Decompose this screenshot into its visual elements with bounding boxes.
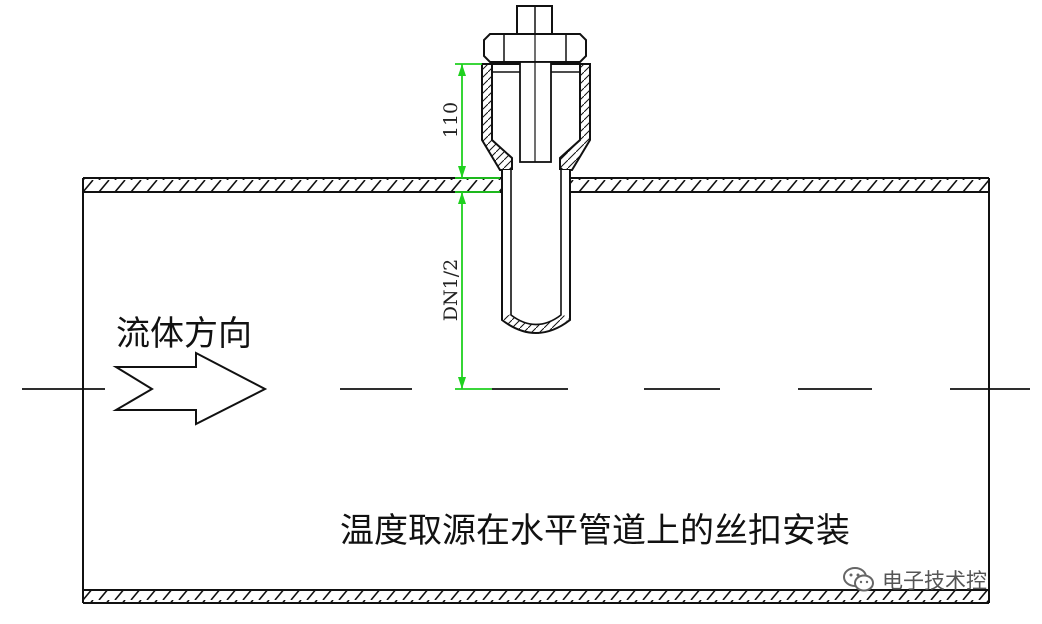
caption: 温度取源在水平管道上的丝扣安装 — [340, 511, 850, 551]
protection-tube — [501, 170, 571, 334]
watermark-text: 电子技术控 — [882, 569, 987, 593]
dimension-lines — [455, 63, 500, 390]
dimension-label-dn: DN1/2 — [440, 259, 462, 321]
dimension-label-110: 110 — [440, 102, 462, 138]
pipe-bottom-wall — [83, 589, 989, 604]
wechat-icon — [843, 567, 874, 592]
hex-nut — [483, 33, 587, 63]
thermowell — [481, 5, 591, 334]
threaded-body — [481, 63, 591, 171]
flow-arrow-icon — [112, 351, 268, 426]
watermark: 电子技术控 — [842, 563, 987, 597]
flow-direction-label: 流体方向 — [116, 314, 252, 354]
